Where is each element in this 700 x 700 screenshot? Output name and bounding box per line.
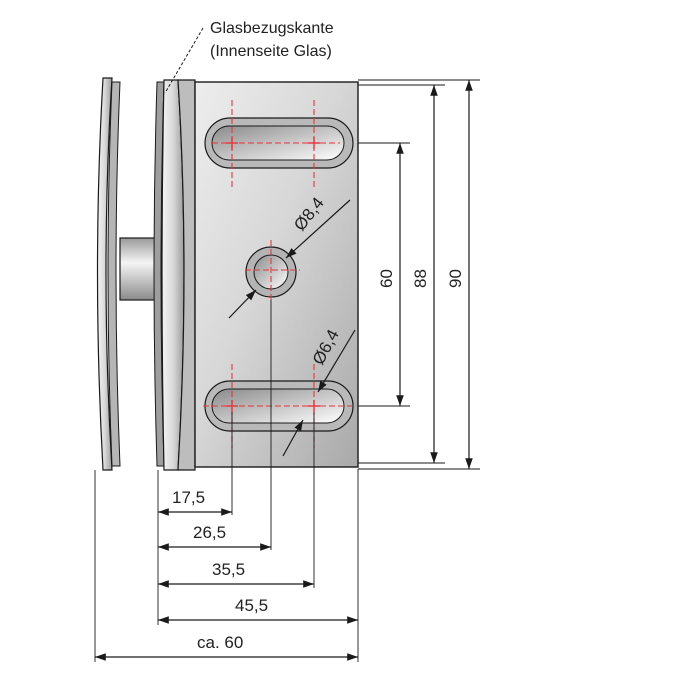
dim-label-26-5: 26,5 [193, 523, 226, 542]
dim-label-ca-60: ca. 60 [197, 633, 243, 652]
dim-label-90: 90 [446, 269, 465, 288]
slot-center-crosses [226, 137, 320, 412]
dim-label-35-5: 35,5 [212, 560, 245, 579]
diameter-leader-slot [282, 329, 356, 457]
horizontal-extension-lines [94, 300, 359, 662]
dim-label-45-5: 45,5 [235, 596, 268, 615]
dim-label-88: 88 [411, 269, 430, 288]
dim-label-60-vertical: 60 [377, 269, 396, 288]
inner-disc [153, 79, 196, 471]
horizontal-dimension-lines [95, 508, 358, 661]
connecting-pin [119, 237, 159, 301]
annotation-line-1: Glasbezugskante [210, 20, 334, 37]
diameter-leader-center [228, 199, 351, 319]
vertical-dimension-lines [396, 80, 473, 469]
outer-disc [96, 77, 121, 471]
annotation-line-2: (Innenseite Glas) [210, 43, 332, 60]
dim-label-17-5: 17,5 [172, 488, 205, 507]
annotation-leader [164, 27, 204, 94]
